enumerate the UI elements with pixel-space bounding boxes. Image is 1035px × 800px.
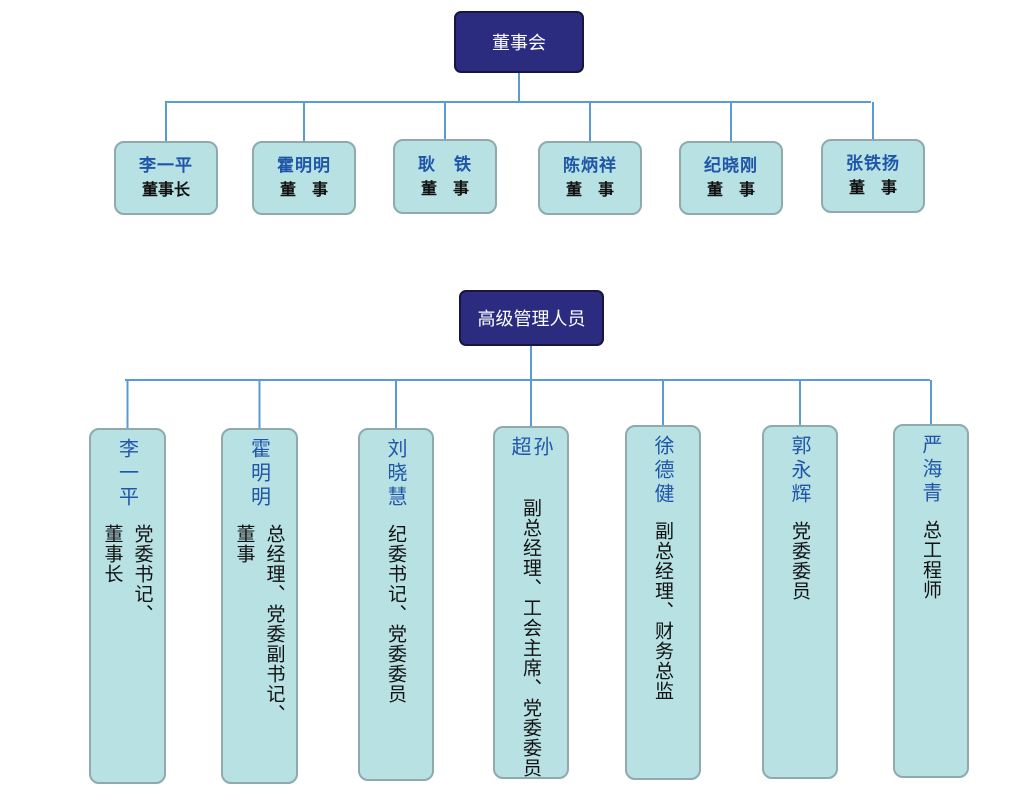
manager-name: 郭永辉 (788, 435, 812, 507)
board-member-title: 董 事 (420, 178, 469, 198)
manager-name: 徐德健 (651, 435, 675, 507)
manager-title-line: 董事 (233, 524, 256, 564)
manager-title-line: 党委书记、 (131, 524, 154, 624)
manager-card: 孙 超副总经理、工会主席、党委委员 (493, 426, 569, 779)
manager-title-line: 党委委员 (789, 521, 811, 601)
board-member-name: 耿 铁 (418, 154, 472, 175)
board-title-box: 董事会 (454, 11, 584, 73)
manager-card: 刘晓慧纪委书记、党委委员 (358, 428, 434, 781)
manager-card: 霍明明总经理、党委副书记、董事 (221, 428, 298, 784)
manager-title: 总经理、党委副书记、董事 (233, 524, 287, 724)
manager-title: 党委书记、董事长 (101, 524, 155, 624)
board-member-name: 纪晓刚 (704, 156, 758, 176)
board-member-title: 董事长 (141, 180, 190, 199)
manager-title-line: 副总经理、财务总监 (652, 521, 674, 701)
manager-title: 纪委书记、党委委员 (384, 524, 408, 704)
board-member-title: 董 事 (279, 180, 328, 199)
board-member-card: 陈炳祥董 事 (538, 141, 642, 215)
board-member-card: 霍明明董 事 (252, 141, 356, 215)
manager-name: 刘晓慧 (384, 438, 408, 510)
manager-title-line: 纪委书记、党委委员 (385, 524, 407, 704)
manager-name: 李一平 (115, 438, 140, 510)
manager-title-line: 副总经理、工会主席、党委委员 (520, 498, 542, 778)
manager-name: 严海青 (919, 434, 943, 506)
board-member-title: 董 事 (706, 180, 755, 199)
manager-card: 郭永辉党委委员 (762, 425, 838, 779)
manager-title: 副总经理、财务总监 (651, 521, 675, 701)
board-member-name: 李一平 (139, 156, 193, 176)
manager-title: 党委委员 (788, 521, 812, 601)
board-member-title: 董 事 (565, 180, 614, 199)
manager-name: 孙 超 (508, 436, 554, 484)
board-member-card: 耿 铁董 事 (393, 139, 497, 214)
manager-title-line: 总工程师 (920, 520, 942, 600)
board-member-name: 陈炳祥 (563, 156, 617, 176)
board-member-card: 张铁扬董 事 (821, 139, 925, 213)
board-title: 董事会 (492, 33, 546, 54)
manager-title-line: 总经理、党委副书记、 (263, 524, 286, 724)
manager-title: 总工程师 (919, 520, 943, 600)
manager-card: 李一平党委书记、董事长 (89, 428, 166, 784)
board-member-title: 董 事 (848, 178, 897, 197)
manager-title-line: 董事长 (101, 524, 124, 584)
board-member-card: 纪晓刚董 事 (679, 141, 783, 215)
manager-title: 副总经理、工会主席、党委委员 (519, 498, 543, 778)
manager-card: 严海青总工程师 (893, 424, 969, 778)
board-member-name: 霍明明 (277, 156, 331, 176)
management-title: 高级管理人员 (477, 309, 586, 330)
management-title-box: 高级管理人员 (459, 290, 604, 346)
manager-card: 徐德健副总经理、财务总监 (625, 425, 701, 780)
board-member-card: 李一平董事长 (114, 141, 218, 215)
manager-name: 霍明明 (247, 438, 272, 510)
board-member-name: 张铁扬 (846, 154, 900, 174)
